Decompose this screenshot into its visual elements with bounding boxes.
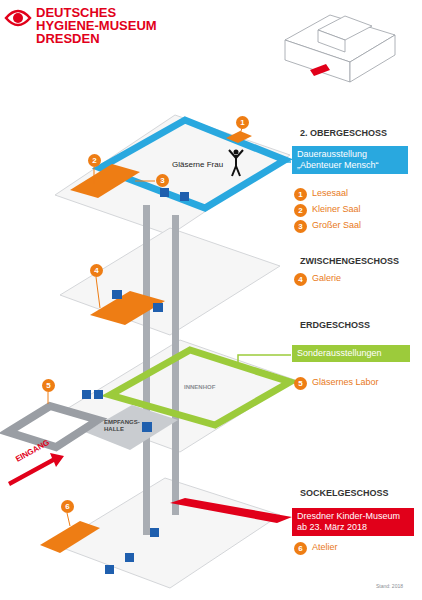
- building-side: [350, 35, 395, 82]
- floor-name: SOCKELGESCHOSS: [300, 488, 389, 498]
- wc-icon: [105, 565, 114, 574]
- floor-name: 2. OBERGESCHOSS: [300, 128, 387, 138]
- glass-lab-building: [8, 406, 98, 447]
- callout-text: 6: [65, 502, 69, 511]
- callout-number: 1: [236, 116, 249, 129]
- leader-line: [67, 513, 70, 526]
- leader-line: [135, 181, 155, 182]
- lift-icon: [112, 290, 122, 299]
- permanent-exhibition-ring: [100, 120, 285, 208]
- callout-number: 3: [156, 174, 169, 187]
- callout-number: 2: [294, 204, 307, 217]
- wc-icon: [180, 192, 189, 201]
- logo-eye: [6, 11, 30, 25]
- wc-icon: [82, 390, 91, 399]
- exhibition-box: Dresdner Kinder-Museum ab 23. März 2018: [292, 508, 414, 536]
- room-name: Gläsernes Labor: [312, 377, 379, 387]
- floor-name: ERDGESCHOSS: [300, 320, 370, 330]
- elevator-shaft: [172, 215, 179, 515]
- callout-text: 2: [92, 156, 96, 165]
- wc-icon: [160, 188, 169, 197]
- lesesaal-area: [226, 131, 252, 143]
- access-icon: [94, 390, 103, 399]
- entrance-marker: [310, 64, 330, 76]
- building-tower-front: [318, 30, 345, 52]
- leader-line: [284, 161, 291, 163]
- callout-number: 4: [90, 264, 103, 277]
- eye-outline: [6, 11, 30, 25]
- box-text: Dauerausstellung „Abenteuer Mensch“: [297, 149, 403, 171]
- callout-text: 4: [298, 275, 302, 284]
- entrance-hall: [85, 405, 178, 450]
- callout-number: 2: [88, 154, 101, 167]
- floor-zwischen: [60, 228, 280, 335]
- leader-line: [96, 277, 100, 308]
- eye-pupil: [13, 13, 23, 23]
- figure-body: [229, 150, 243, 176]
- wc-icon: [153, 303, 163, 312]
- callout-text: 5: [298, 379, 302, 388]
- callout-text: 3: [160, 176, 164, 185]
- area-name: INNENHOF: [184, 384, 215, 391]
- callout-number: 4: [294, 273, 307, 286]
- callout-number: 6: [61, 500, 74, 513]
- leader-line: [48, 392, 49, 404]
- exhibit-name: Gläserne Frau: [172, 160, 223, 169]
- exhibition-box: Dauerausstellung „Abenteuer Mensch“: [292, 146, 408, 174]
- wc-icon: [125, 553, 134, 562]
- callout-text: 2: [298, 206, 302, 215]
- leader-line: [94, 167, 95, 184]
- figure-head: [234, 150, 239, 155]
- callout-number: 1: [294, 188, 307, 201]
- room-name: Galerie: [312, 273, 341, 283]
- floor-name: ZWISCHENGESCHOSS: [300, 256, 399, 266]
- callout-number: 3: [294, 220, 307, 233]
- leader-line: [238, 355, 291, 362]
- box-text: Sonderausstellungen: [297, 348, 405, 359]
- callout-text: 1: [298, 190, 302, 199]
- box-text: Dresdner Kinder-Museum ab 23. März 2018: [297, 511, 409, 533]
- area-name: EMPFANGS-HALLE: [104, 419, 144, 433]
- logo-title: DEUTSCHES HYGIENE-MUSEUM DRESDEN: [36, 6, 161, 45]
- room-name: Großer Saal: [312, 220, 361, 230]
- callout-text: 5: [46, 381, 50, 390]
- galerie-area: [90, 291, 165, 325]
- callout-text: 3: [298, 222, 302, 231]
- callout-number: 6: [294, 542, 307, 555]
- callout-number: 5: [42, 379, 55, 392]
- callout-text: 4: [94, 266, 98, 275]
- callout-number: 5: [294, 377, 307, 390]
- kids-museum-area: [170, 498, 292, 523]
- glass-woman-figure: [229, 150, 243, 177]
- date-note: Stand: 2018: [376, 584, 403, 590]
- floor-eg: [65, 340, 295, 452]
- info-icon: [142, 422, 152, 432]
- room-name: Atelier: [312, 542, 338, 552]
- building-overview: [285, 15, 395, 82]
- entrance-label: EINGANG: [14, 438, 51, 464]
- room-name: Lesesaal: [312, 188, 348, 198]
- exhibition-box: Sonderausstellungen: [292, 345, 410, 362]
- callout-text: 1: [240, 118, 244, 127]
- saal-area: [70, 164, 140, 198]
- wc-icon: [150, 528, 159, 537]
- room-name: Kleiner Saal: [312, 204, 361, 214]
- floor-plates: [55, 115, 295, 588]
- callout-text: 6: [298, 544, 302, 553]
